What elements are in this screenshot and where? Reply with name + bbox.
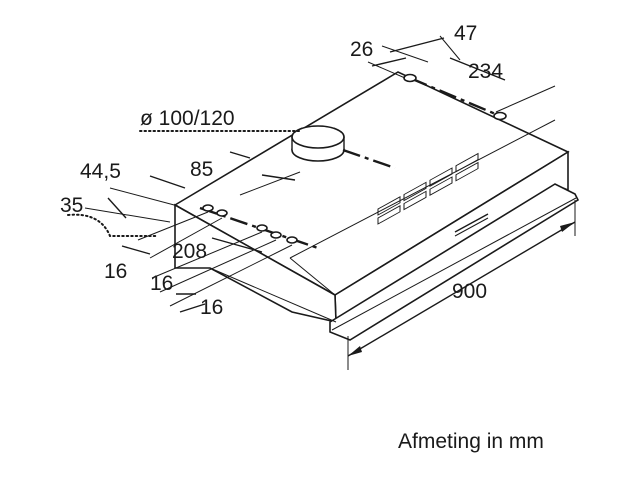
extension-line: [151, 231, 263, 279]
top-bevel-line: [289, 119, 556, 259]
extension-line: [159, 239, 277, 293]
dim-label-44-5: 44,5: [80, 160, 121, 183]
mounting-holes: [202, 73, 507, 244]
hood-lower-tray: [329, 183, 580, 341]
top-bevel-line-2: [289, 257, 336, 296]
vent-slot: [403, 190, 427, 211]
dim-label-35: 35: [60, 194, 83, 217]
centre-line-holes: [199, 206, 319, 250]
tray-edge-line: [331, 197, 577, 331]
dim-label-85: 85: [190, 158, 213, 181]
dim-line-16-a: [121, 245, 151, 255]
arrowhead: [560, 222, 575, 232]
dim-label-16-b: 16: [150, 272, 173, 295]
dim-line-234: [449, 57, 506, 81]
dim-line-26: [371, 57, 407, 67]
extension-line: [381, 45, 429, 63]
hood-outline: [173, 71, 580, 341]
mounting-hole: [493, 111, 507, 121]
vent-grille: [377, 152, 489, 237]
vent-slot: [377, 196, 401, 216]
mounting-hole: [270, 231, 282, 239]
side-bottom-line: [209, 267, 337, 323]
centre-line-rear: [409, 76, 506, 120]
extension-line: [239, 171, 301, 196]
d35-leader: [67, 213, 159, 237]
dim-line-900: [347, 221, 576, 357]
vent-slot: [429, 167, 453, 187]
arrowhead: [348, 346, 362, 356]
grille-handle-shadow: [454, 217, 489, 237]
dim-label-208: 208: [172, 240, 207, 263]
dim-line-35: [107, 197, 127, 219]
units-caption: Afmeting in mm: [398, 430, 544, 453]
dim-line-208: [211, 237, 263, 253]
centre-lines: [199, 76, 506, 250]
dim-label-16-c: 16: [200, 296, 223, 319]
dim-label-duct: ø 100/120: [140, 107, 235, 130]
extension-line: [367, 61, 406, 79]
extension-line: [84, 207, 171, 223]
dim-line-47: [389, 37, 445, 53]
extension-line: [495, 85, 556, 113]
vent-slot: [429, 176, 453, 196]
mounting-hole: [403, 73, 417, 83]
dim-label-16-a: 16: [104, 260, 127, 283]
dim-label-26: 26: [350, 38, 373, 61]
extension-line: [149, 217, 223, 259]
mounting-hole: [286, 236, 298, 244]
dimension-lines: [84, 35, 576, 370]
dim-label-234: 234: [468, 60, 503, 83]
duct-top-rim: [291, 125, 345, 149]
vent-slot: [455, 152, 479, 173]
extension-line: [109, 187, 179, 207]
extension-line: [137, 211, 209, 241]
dim-label-47: 47: [454, 22, 477, 45]
vent-slot: [403, 181, 427, 202]
mounting-hole: [256, 224, 268, 232]
dim-label-900: 900: [452, 280, 487, 303]
dim-line-44-5: [149, 175, 186, 189]
dim-line-16-c: [179, 303, 206, 313]
vent-slot: [377, 205, 401, 225]
dim-line-85b: [261, 174, 296, 181]
grille-handle: [454, 213, 489, 233]
duct-collar: [291, 125, 345, 162]
extension-line: [439, 35, 461, 61]
dim-line-85: [229, 151, 251, 159]
extension-line: [169, 244, 293, 307]
mounting-hole: [216, 209, 228, 217]
vent-slot: [455, 161, 479, 182]
centre-line-duct: [342, 148, 396, 170]
mounting-hole: [202, 204, 214, 212]
